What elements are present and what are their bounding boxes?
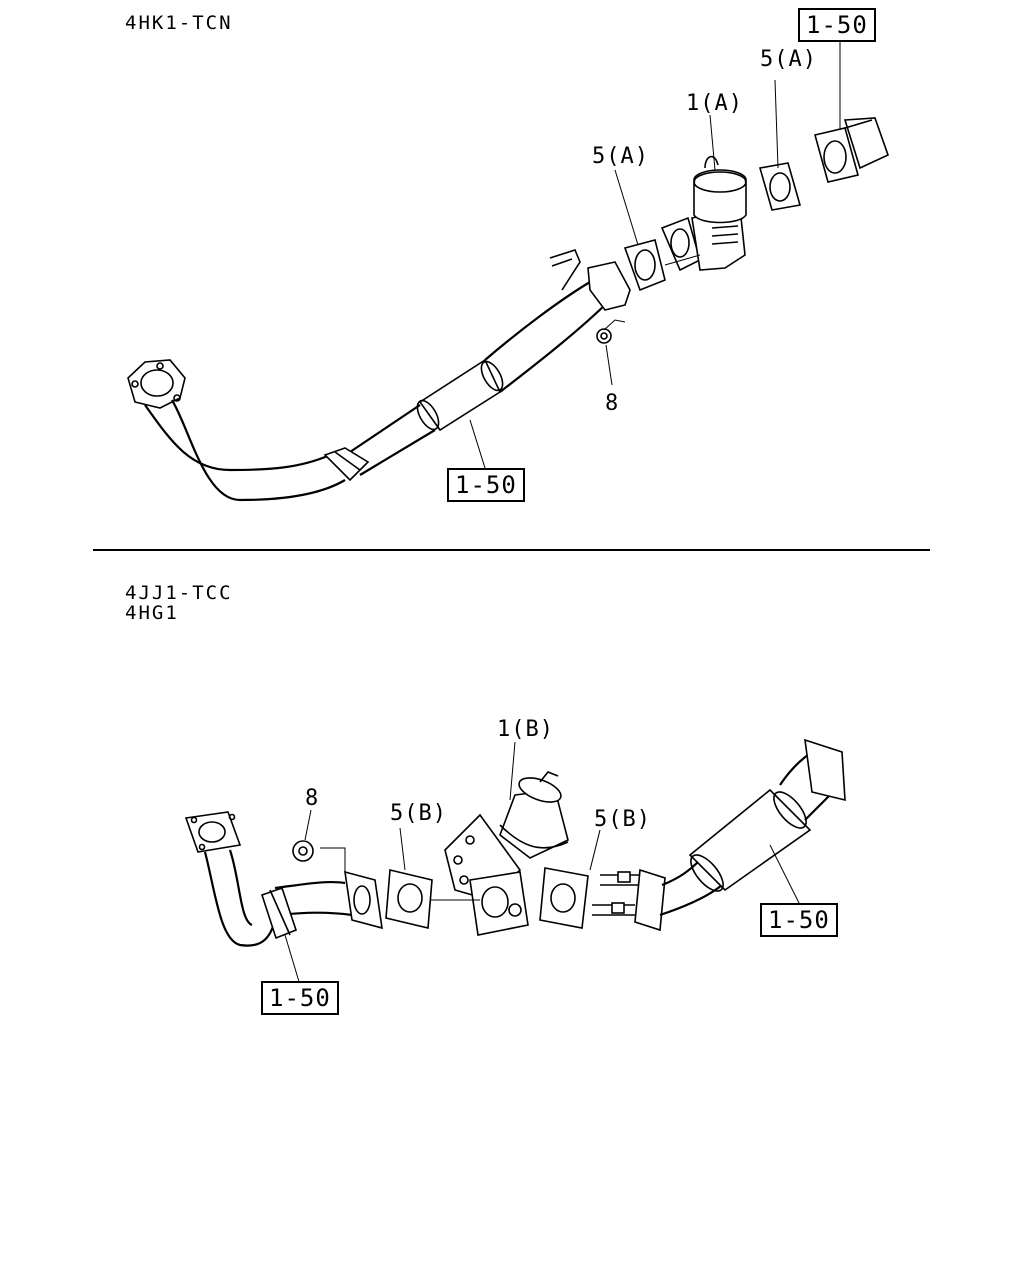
lower-engine-label-line2: 4HG1 [125, 602, 179, 624]
upper-leader-lines [469, 40, 841, 469]
upper-nut [596, 319, 626, 344]
upper-diagram [127, 40, 889, 502]
lower-exhaust-pipe-left [203, 847, 383, 947]
lower-downstream-pipe [592, 738, 846, 932]
lower-ref-right[interactable]: 1-50 [760, 903, 838, 937]
lower-front-flange [184, 811, 242, 853]
upper-callout-part1: 1(A) [686, 91, 743, 116]
lower-nut [292, 840, 314, 862]
upper-engine-label: 4HK1-TCN [125, 12, 233, 34]
lower-valve-assembly [444, 771, 569, 936]
upper-gasket-right [758, 162, 802, 211]
lower-callout-gasket-right: 5(B) [594, 807, 651, 832]
upper-callout-nut: 8 [605, 391, 620, 416]
lower-ref-left[interactable]: 1-50 [261, 981, 339, 1015]
upper-downstream-flange [814, 117, 889, 183]
lower-engine-label-line1: 4JJ1-TCC [125, 582, 233, 604]
lower-callout-part1: 1(B) [497, 717, 554, 742]
upper-callout-gasket-left: 5(A) [592, 144, 649, 169]
upper-gasket-left [623, 239, 666, 292]
lower-gasket-left [385, 869, 433, 929]
upper-front-flange [127, 359, 186, 409]
lower-leader-lines [284, 741, 801, 986]
upper-ref-bottom[interactable]: 1-50 [447, 468, 525, 502]
upper-exhaust-pipe [144, 249, 631, 502]
lower-callout-gasket-left: 5(B) [390, 801, 447, 826]
upper-callout-gasket-right: 5(A) [760, 47, 817, 72]
upper-valve-assembly [660, 155, 747, 272]
lower-gasket-right [539, 867, 589, 929]
upper-ref-top-right[interactable]: 1-50 [798, 8, 876, 42]
lower-callout-nut: 8 [305, 786, 320, 811]
lower-diagram [184, 738, 846, 986]
